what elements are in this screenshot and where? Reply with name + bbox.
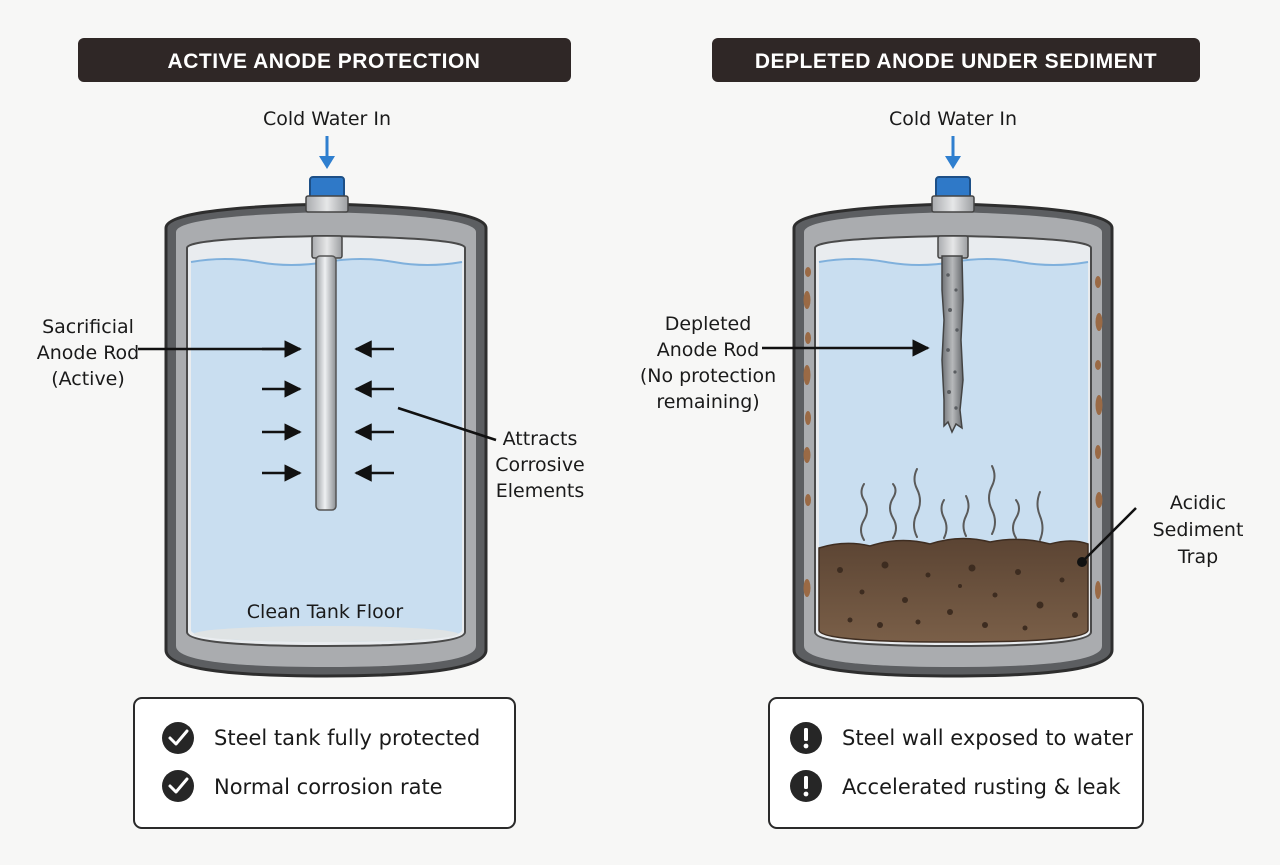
inlet-arrow-icon [319, 136, 335, 169]
sediment-label-line-1: Acidic [1170, 492, 1226, 514]
floor-label: Clean Tank Floor [247, 601, 404, 623]
status-box-active: Steel tank fully protected Normal corros… [133, 697, 516, 829]
rod-label-line-3: (Active) [51, 368, 125, 390]
check-circle-icon [162, 770, 194, 802]
anode-rod-active [315, 255, 337, 511]
sediment-label-line-3: Trap [1177, 546, 1218, 568]
rod-label-line-1: Sacrificial [42, 316, 134, 338]
inlet-arrow-icon [945, 136, 961, 169]
rod-label-line-3: (No protection [640, 365, 776, 387]
panel-depleted-anode: DEPLETED ANODE UNDER SEDIMENT Cold Water… [640, 38, 1244, 829]
sediment-particles [837, 561, 1078, 631]
check-circle-icon [162, 722, 194, 754]
callout-anode-rod: Sacrificial Anode Rod (Active) [37, 316, 302, 390]
status-item-1: Steel wall exposed to water [842, 726, 1133, 750]
banner-background [78, 38, 571, 82]
rod-label-line-4: remaining) [656, 391, 759, 413]
callout-depleted-rod: Depleted Anode Rod (No protection remain… [640, 313, 930, 413]
status-box-depleted: Steel wall exposed to water Accelerated … [768, 697, 1144, 829]
attract-label-line-1: Attracts [503, 428, 578, 450]
banner-title: DEPLETED ANODE UNDER SEDIMENT [755, 50, 1157, 73]
rod-label-line-2: Anode Rod [37, 342, 140, 364]
banner-active: ACTIVE ANODE PROTECTION [78, 38, 571, 82]
exclamation-circle-icon [790, 722, 822, 754]
inlet-label: Cold Water In [263, 108, 391, 130]
status-item-2: Accelerated rusting & leak [842, 775, 1121, 799]
rod-label-line-2: Anode Rod [657, 339, 760, 361]
sediment-label-line-2: Sediment [1153, 519, 1244, 541]
water-tank-depleted [792, 202, 1114, 678]
anode-rod-depleted [941, 255, 964, 434]
inlet-fitting [931, 176, 975, 259]
banner-background [712, 38, 1200, 82]
status-item-2: Normal corrosion rate [214, 775, 443, 799]
status-item-1: Steel tank fully protected [214, 726, 480, 750]
banner-title: ACTIVE ANODE PROTECTION [168, 50, 481, 73]
attract-label-line-3: Elements [496, 480, 585, 502]
rust-spots [803, 267, 1103, 599]
exclamation-circle-icon [790, 770, 822, 802]
inlet-label: Cold Water In [889, 108, 1017, 130]
attract-label-line-2: Corrosive [495, 454, 585, 476]
sediment-layer [818, 537, 1089, 643]
panel-active-anode: ACTIVE ANODE PROTECTION Cold Water In [37, 38, 585, 829]
callout-attracts: Attracts Corrosive Elements [397, 406, 585, 502]
banner-depleted: DEPLETED ANODE UNDER SEDIMENT [712, 38, 1200, 82]
callout-sediment: Acidic Sediment Trap [1077, 492, 1244, 568]
rod-label-line-1: Depleted [665, 313, 752, 335]
acid-wisps [860, 465, 1044, 541]
tank-floor [194, 626, 458, 642]
